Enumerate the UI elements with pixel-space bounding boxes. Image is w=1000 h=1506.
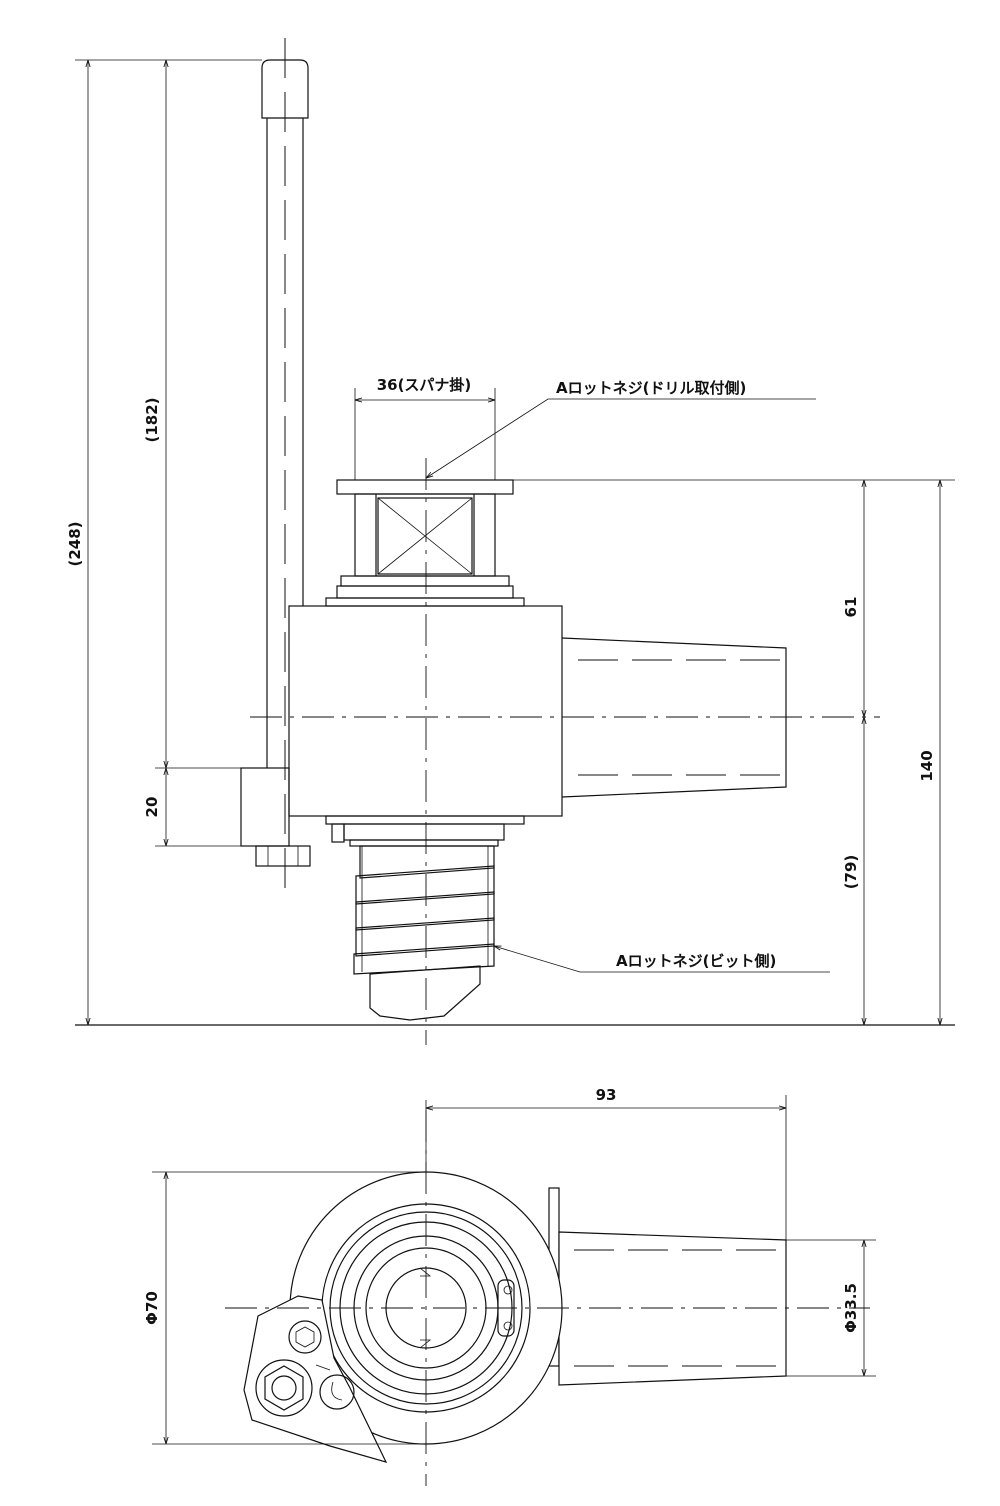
label-bit-side: Aロットネジ(ビット側) [616, 952, 776, 970]
front-dimension-text: (248) (182) 20 36(スパナ掛) 61 (79) 140 Aロット… [66, 376, 936, 970]
label-drill-side: Aロットネジ(ドリル取付側) [556, 379, 746, 397]
lever-rod [240, 38, 311, 895]
dim-body-diameter: Φ70 [143, 1291, 161, 1325]
lever-plate [243, 1295, 388, 1463]
dim-lever-height: (182) [143, 397, 161, 442]
dim-upper-to-center: 61 [842, 597, 860, 618]
front-dimensions [75, 59, 955, 1025]
dim-total-height: 140 [918, 750, 936, 781]
thread-spring [353, 845, 495, 975]
main-body [288, 605, 563, 817]
dim-lever-block: 20 [143, 797, 161, 818]
dim-spanner-width: 36(スパナ掛) [377, 376, 472, 394]
tip-cone [369, 965, 481, 1021]
dim-center-to-tip: (79) [842, 855, 860, 890]
spanner-block [325, 479, 525, 607]
top-dimensions [152, 1095, 876, 1445]
dim-arm-diameter: Φ33.5 [842, 1283, 860, 1333]
side-arm [561, 637, 787, 798]
front-view [75, 38, 955, 1045]
dim-arm-length: 93 [596, 1086, 617, 1104]
top-side-arm [548, 1187, 787, 1386]
dim-overall-height: (248) [66, 521, 84, 566]
top-dimension-text: 93 Φ70 Φ33.5 [143, 1086, 860, 1333]
top-view [225, 1110, 870, 1486]
lower-neck [325, 815, 525, 847]
